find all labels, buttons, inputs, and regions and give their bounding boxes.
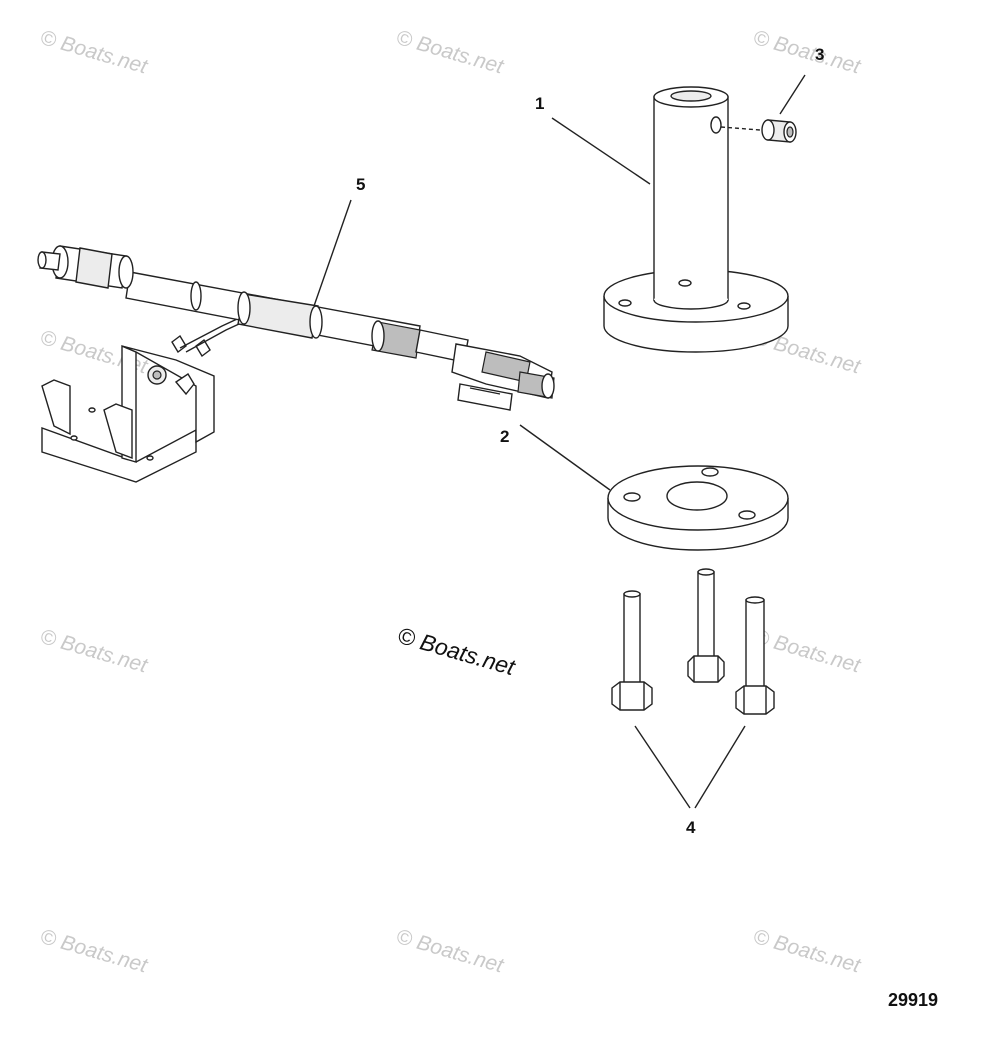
callout-2: 2: [500, 427, 510, 446]
set-screw: [761, 119, 797, 143]
post-with-flange: [603, 86, 789, 353]
flange-plate: [607, 465, 789, 551]
bolt: [687, 568, 725, 683]
drawing-number: 29919: [888, 990, 939, 1010]
bolt: [735, 596, 775, 715]
callout-3: 3: [815, 45, 825, 64]
leader-lines: [313, 74, 806, 809]
bolt: [611, 590, 653, 711]
callout-5: 5: [356, 175, 366, 194]
callout-1: 1: [535, 94, 545, 113]
sensor-harness: [37, 245, 555, 483]
callout-4: 4: [686, 818, 696, 837]
